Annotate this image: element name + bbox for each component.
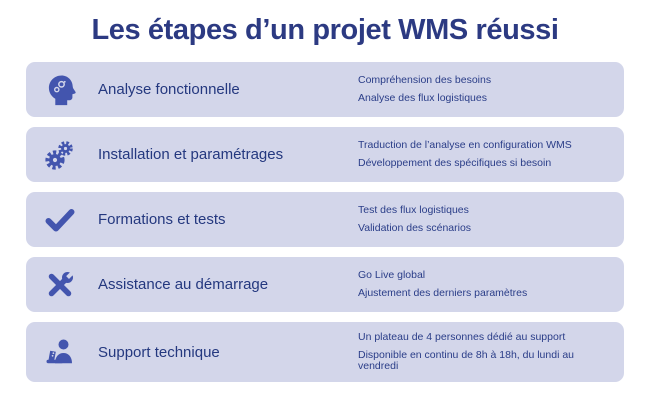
steps-list: Analyse fonctionnelle Compréhension des … [26, 62, 624, 382]
step-title: Installation et paramétrages [98, 146, 284, 163]
step-detail-line: Validation des scénarios [358, 222, 472, 234]
page-title: Les étapes d’un projet WMS réussi [91, 14, 559, 46]
step-details: Un plateau de 4 personnes dédié au suppo… [358, 332, 608, 372]
step-title: Formations et tests [98, 211, 226, 228]
step-title: Assistance au démarrage [98, 276, 269, 293]
step-detail-line: Développement des spécifiques si besoin [358, 157, 552, 169]
step-row-installation: Installation et paramétrages Traduction … [26, 127, 624, 182]
step-detail-line: Ajustement des derniers paramètres [358, 287, 528, 299]
step-row-analyse: Analyse fonctionnelle Compréhension des … [26, 62, 624, 117]
head-gears-icon [42, 72, 78, 108]
step-detail-line: Analyse des flux logistiques [358, 92, 487, 104]
step-title: Support technique [98, 343, 220, 361]
step-detail-line: Go Live global [358, 269, 426, 281]
step-row-support: Support technique Un plateau de 4 person… [26, 322, 624, 382]
step-details: Test des flux logistiques Validation des… [358, 205, 608, 234]
step-detail-line: Disponible en continu de 8h à 18h, du lu… [358, 349, 574, 372]
step-details: Compréhension des besoins Analyse des fl… [358, 75, 608, 104]
step-row-assistance: Assistance au démarrage Go Live global A… [26, 257, 624, 312]
gears-icon [42, 137, 78, 173]
tools-icon [42, 267, 78, 303]
support-person-icon [42, 334, 78, 370]
step-title: Analyse fonctionnelle [98, 81, 240, 98]
step-row-formations: Formations et tests Test des flux logist… [26, 192, 624, 247]
step-detail-line: Test des flux logistiques [358, 204, 469, 216]
step-detail-line: Compréhension des besoins [358, 74, 492, 86]
step-details: Go Live global Ajustement des derniers p… [358, 270, 608, 299]
step-details: Traduction de l’analyse en configuration… [358, 140, 608, 169]
step-detail-line: Traduction de l’analyse en configuration… [358, 139, 572, 151]
step-detail-line: Un plateau de 4 personnes dédié au suppo… [358, 331, 566, 343]
check-icon [42, 202, 78, 238]
